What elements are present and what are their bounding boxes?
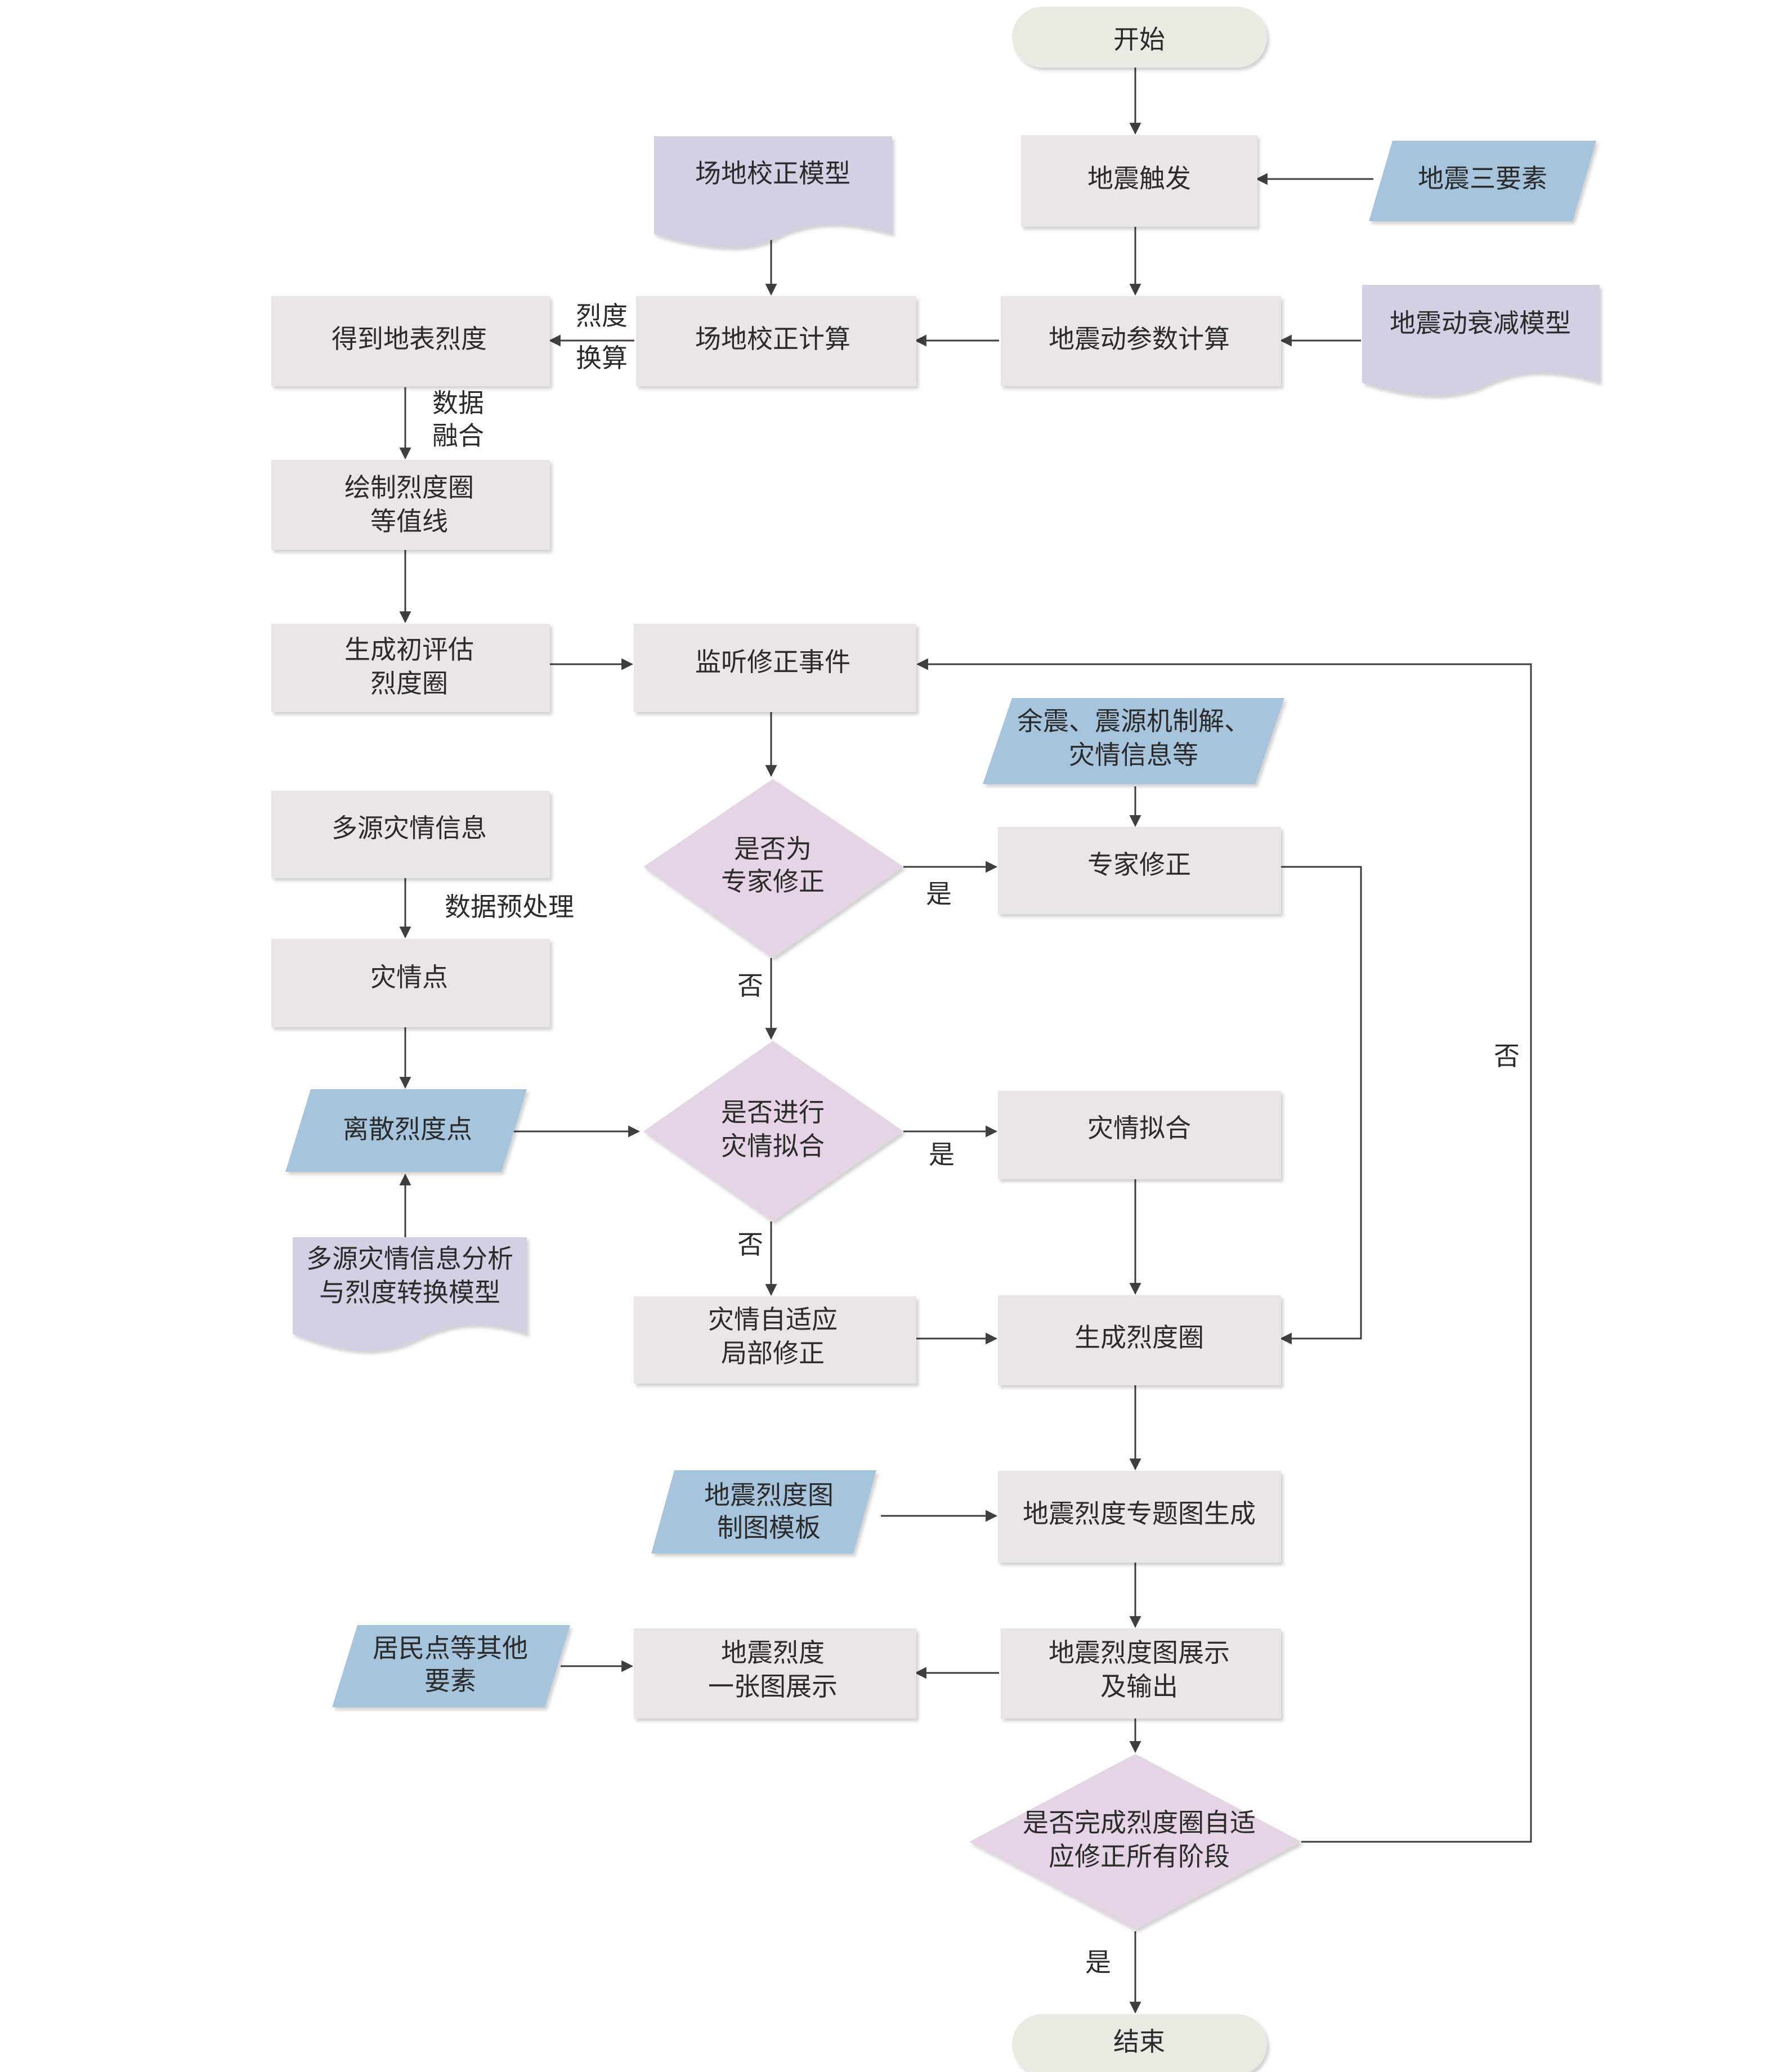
aftershock-line2: 灾情信息等 [1069, 740, 1198, 770]
label-data-fusion-2: 融合 [432, 420, 484, 451]
disaster-point-node: 灾情点 [271, 939, 550, 1027]
residential-node: 居民点等其他 要素 [332, 1625, 570, 1707]
site-calc-label: 场地校正计算 [695, 324, 850, 354]
final-decision-node: 是否完成烈度圈自适 应修正所有阶段 [969, 1754, 1301, 1930]
residential-line2: 要素 [424, 1666, 476, 1696]
thematic-map-label: 地震烈度专题图生成 [1023, 1498, 1256, 1529]
start-node: 开始 [1012, 7, 1267, 68]
edge-expert-generate [1279, 866, 1362, 1345]
label-fit-yes: 是 [929, 1139, 955, 1170]
expert-correct-node: 专家修正 [998, 827, 1281, 914]
surface-intensity-node: 得到地表烈度 [271, 296, 550, 386]
fit-decision-line1: 是否进行 [721, 1097, 825, 1127]
quake-trigger-node: 地震触发 [1021, 135, 1257, 227]
analysis-model-node: 多源灾情信息分析 与烈度转换模型 [293, 1237, 527, 1352]
motion-calc-node: 地震动参数计算 [1001, 296, 1281, 386]
expert-decision-node: 是否为 专家修正 [643, 779, 903, 958]
label-data-fusion-1: 数据 [432, 388, 484, 418]
map-output-node: 地震烈度图展示 及输出 [1001, 1628, 1281, 1719]
three-elements-label: 地震三要素 [1418, 163, 1547, 194]
residential-line1: 居民点等其他 [373, 1633, 528, 1663]
site-model-label: 场地校正模型 [695, 158, 850, 189]
label-final-yes: 是 [1085, 1947, 1111, 1977]
quake-trigger-label: 地震触发 [1087, 163, 1191, 194]
start-label: 开始 [1113, 24, 1165, 55]
end-node: 结束 [1012, 2014, 1267, 2072]
label-expert-yes: 是 [926, 879, 952, 909]
discrete-points-label: 离散烈度点 [343, 1114, 472, 1144]
listen-event-label: 监听修正事件 [695, 647, 850, 677]
label-expert-no: 否 [737, 970, 763, 1001]
one-map-line1: 地震烈度 [721, 1637, 825, 1668]
attenuation-model-node: 地震动衰减模型 [1362, 285, 1600, 396]
edge-labels: 烈度 换算 数据 融合 数据预处理 是 否 是 否 否 是 [432, 301, 1520, 1977]
site-model-node: 场地校正模型 [654, 136, 892, 248]
disaster-point-label: 灾情点 [370, 962, 448, 992]
adaptive-local-line2: 局部修正 [721, 1338, 825, 1368]
multi-source-node: 多源灾情信息 [271, 791, 550, 878]
fit-decision-node: 是否进行 灾情拟合 [643, 1041, 903, 1221]
disaster-fit-node: 灾情拟合 [998, 1091, 1281, 1179]
nodes: 开始 地震触发 地震三要素 场地校正模型 场地校正计算 地震动参数计算 [271, 7, 1600, 2072]
initial-circle-node: 生成初评估 烈度圈 [271, 624, 550, 712]
edge-final-listen [916, 658, 1532, 1843]
expert-decision-line1: 是否为 [734, 834, 812, 864]
draw-contour-line2: 等值线 [370, 506, 448, 536]
disaster-fit-label: 灾情拟合 [1087, 1113, 1191, 1143]
initial-circle-line2: 烈度圈 [370, 668, 448, 699]
edges [399, 66, 1532, 2014]
label-fit-no: 否 [737, 1229, 763, 1260]
attenuation-model-label: 地震动衰减模型 [1390, 308, 1571, 338]
map-template-node: 地震烈度图 制图模板 [651, 1470, 876, 1554]
surface-intensity-label: 得到地表烈度 [332, 324, 487, 354]
motion-calc-label: 地震动参数计算 [1049, 324, 1230, 354]
label-intensity-conversion-2: 换算 [576, 343, 628, 373]
listen-event-node: 监听修正事件 [634, 624, 916, 712]
expert-decision-line2: 专家修正 [721, 866, 825, 897]
one-map-line2: 一张图展示 [708, 1671, 838, 1702]
thematic-map-node: 地震烈度专题图生成 [998, 1471, 1281, 1563]
initial-circle-line1: 生成初评估 [344, 634, 474, 665]
final-decision-line1: 是否完成烈度圈自适 [1023, 1807, 1256, 1838]
map-template-line1: 地震烈度图 [704, 1480, 834, 1510]
site-calc-node: 场地校正计算 [636, 296, 916, 386]
generate-circle-label: 生成烈度圈 [1074, 1322, 1204, 1353]
map-template-line2: 制图模板 [717, 1512, 821, 1543]
label-preprocess: 数据预处理 [445, 892, 574, 922]
analysis-model-line2: 与烈度转换模型 [319, 1277, 500, 1308]
label-loop-no: 否 [1494, 1041, 1520, 1071]
end-label: 结束 [1113, 2026, 1165, 2057]
one-map-node: 地震烈度 一张图展示 [634, 1628, 916, 1719]
discrete-points-node: 离散烈度点 [285, 1089, 527, 1172]
multi-source-label: 多源灾情信息 [332, 813, 487, 843]
expert-correct-label: 专家修正 [1087, 849, 1191, 880]
fit-decision-line2: 灾情拟合 [721, 1131, 825, 1161]
map-output-line2: 及输出 [1100, 1671, 1178, 1702]
final-decision-line2: 应修正所有阶段 [1049, 1841, 1230, 1872]
aftershock-input-node: 余震、震源机制解、 灾情信息等 [983, 698, 1284, 784]
generate-circle-node: 生成烈度圈 [998, 1295, 1281, 1385]
aftershock-line1: 余震、震源机制解、 [1017, 706, 1250, 736]
draw-contour-line1: 绘制烈度圈 [344, 472, 474, 503]
label-intensity-conversion-1: 烈度 [576, 301, 628, 331]
adaptive-local-line1: 灾情自适应 [708, 1304, 838, 1335]
three-elements-node: 地震三要素 [1369, 141, 1596, 221]
analysis-model-line1: 多源灾情信息分析 [306, 1243, 513, 1274]
map-output-line1: 地震烈度图展示 [1049, 1637, 1230, 1668]
adaptive-local-node: 灾情自适应 局部修正 [634, 1296, 916, 1384]
draw-contour-node: 绘制烈度圈 等值线 [271, 460, 550, 550]
